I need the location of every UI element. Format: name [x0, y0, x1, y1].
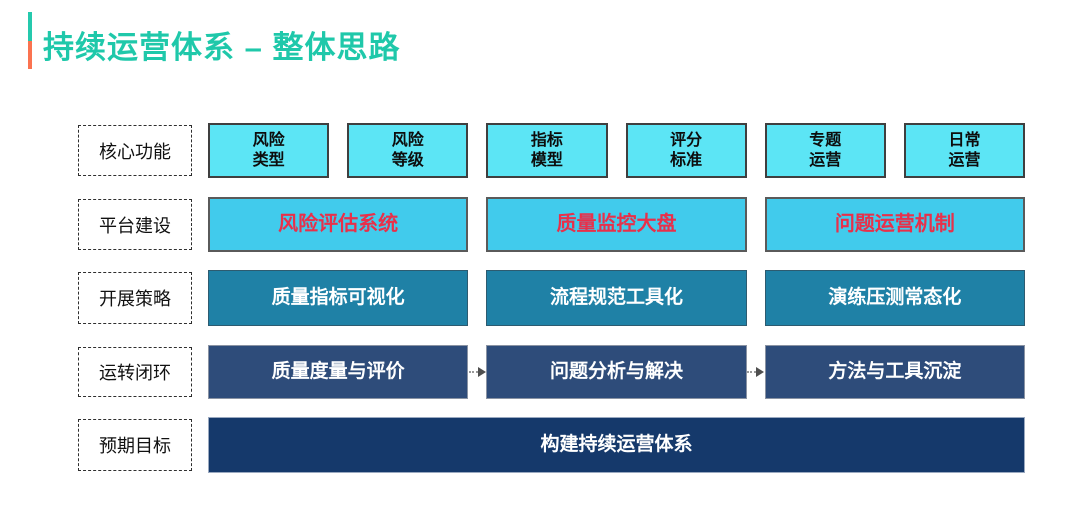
box-text-line: 日常: [948, 131, 981, 149]
row-label-core-functions: 核心功能: [78, 125, 192, 176]
core-functions-boxes: 风险 类型 风险 等级 指标 模型 评分 标准 专题 运营: [208, 123, 1026, 178]
box-risk-level: 风险 等级: [347, 123, 469, 178]
box-text-line: 评分: [670, 131, 703, 149]
box-metric-model: 指标 模型: [486, 123, 608, 178]
box-text-line: 运营: [948, 151, 981, 169]
accent-bar-teal-segment: [28, 12, 32, 41]
box-text-line: 指标: [530, 131, 563, 149]
arrow-head: [477, 367, 486, 377]
box-methods-tools-accumulation: 方法与工具沉淀: [764, 345, 1025, 399]
box-quality-measurement-evaluation: 质量度量与评价: [208, 345, 469, 399]
box-scoring-standard: 评分 标准: [625, 123, 747, 178]
arrow-right-icon: [747, 345, 765, 399]
box-drill-stresstest-normalization: 演练压测常态化: [764, 270, 1025, 326]
box-process-standard-tooling: 流程规范工具化: [486, 270, 747, 326]
row-expected-goal: 预期目标 构建持续运营体系: [78, 417, 1025, 473]
arrow-dash: [747, 371, 757, 373]
row-core-functions: 核心功能 风险 类型 风险 等级 指标 模型 评分 标准: [78, 123, 1026, 178]
goal-boxes: 构建持续运营体系: [208, 417, 1025, 473]
row-platform-construction: 平台建设 风险评估系统 质量监控大盘 问题运营机制: [78, 197, 1025, 252]
platform-boxes: 风险评估系统 质量监控大盘 问题运营机制: [208, 197, 1025, 252]
accent-bar-orange-segment: [28, 40, 32, 69]
loop-boxes: 质量度量与评价 问题分析与解决 方法与工具沉淀: [208, 345, 1025, 399]
box-quality-monitoring-dashboard: 质量监控大盘: [486, 197, 747, 252]
row-label-operating-loop: 运转闭环: [78, 347, 192, 397]
row-label-platform-construction: 平台建设: [78, 199, 192, 250]
box-build-continuous-operations-system: 构建持续运营体系: [208, 417, 1025, 473]
box-problem-analysis-resolution: 问题分析与解决: [486, 345, 747, 399]
box-text-line: 风险: [391, 131, 424, 149]
row-operating-loop: 运转闭环 质量度量与评价 问题分析与解决 方法与工具沉淀: [78, 345, 1025, 399]
box-risk-type: 风险 类型: [208, 123, 330, 178]
diagram: 核心功能 风险 类型 风险 等级 指标 模型 评分 标准: [78, 0, 1026, 512]
box-text-line: 类型: [252, 151, 285, 169]
arrow-right-icon: [468, 345, 486, 399]
box-text-line: 模型: [530, 151, 563, 169]
arrow-dash: [468, 371, 478, 373]
row-label-development-strategy: 开展策略: [78, 272, 192, 324]
row-label-expected-goal: 预期目标: [78, 419, 192, 471]
row-development-strategy: 开展策略 质量指标可视化 流程规范工具化 演练压测常态化: [78, 270, 1025, 326]
box-text-line: 风险: [252, 131, 285, 149]
box-text-line: 标准: [670, 151, 703, 169]
box-daily-operations: 日常 运营: [903, 123, 1026, 178]
box-special-operations: 专题 运营: [764, 123, 886, 178]
page-title: 持续运营体系 – 整体思路: [43, 30, 401, 65]
box-quality-metrics-visualization: 质量指标可视化: [208, 270, 469, 326]
arrow-head: [756, 367, 765, 377]
box-text-line: 专题: [809, 131, 842, 149]
box-text-line: 运营: [809, 151, 842, 169]
strategy-boxes: 质量指标可视化 流程规范工具化 演练压测常态化: [208, 270, 1025, 326]
title-accent-bar: [28, 12, 32, 69]
box-issue-operations-mechanism: 问题运营机制: [764, 197, 1025, 252]
box-text-line: 等级: [391, 151, 424, 169]
box-risk-assessment-system: 风险评估系统: [208, 197, 469, 252]
